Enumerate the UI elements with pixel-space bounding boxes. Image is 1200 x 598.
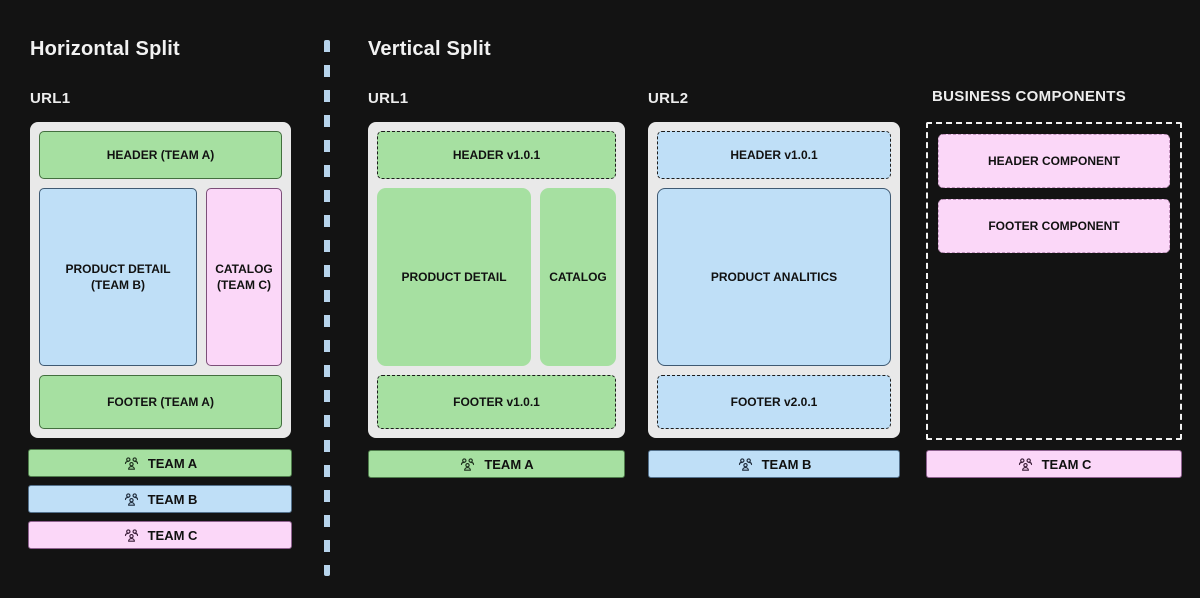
- team-group-icon: [123, 527, 140, 544]
- header-v101-blue-box: HEADER v1.0.1: [657, 131, 891, 179]
- header-team-a-box: HEADER (TEAM A): [39, 131, 282, 179]
- header-v101-green-box: HEADER v1.0.1: [377, 131, 616, 179]
- team-group-icon: [1017, 456, 1034, 473]
- horizontal-split-title: Horizontal Split: [30, 38, 180, 60]
- team-group-icon: [737, 456, 754, 473]
- catalog-green-box: CATALOG: [540, 188, 616, 366]
- business-team-c-bar: TEAM C: [926, 450, 1182, 478]
- team-group-icon: [123, 455, 140, 472]
- legend-team-c-bar: TEAM C: [28, 521, 292, 549]
- url1-team-a-bar: TEAM A: [368, 450, 625, 478]
- business-components-label: BUSINESS COMPONENTS: [932, 88, 1127, 105]
- vertical-url2-panel: HEADER v1.0.1 PRODUCT ANALITICS FOOTER v…: [648, 122, 900, 438]
- legend-team-b-label: TEAM B: [147, 491, 198, 507]
- vertical-url1-panel: HEADER v1.0.1 PRODUCT DETAIL CATALOG FOO…: [368, 122, 625, 438]
- horizontal-split-panel: HEADER (TEAM A) PRODUCT DETAIL (TEAM B) …: [30, 122, 291, 438]
- header-component-box: HEADER COMPONENT: [938, 134, 1170, 188]
- url2-team-b-label: TEAM B: [761, 456, 812, 472]
- legend-team-a-label: TEAM A: [147, 455, 198, 471]
- legend-team-c-label: TEAM C: [147, 527, 198, 543]
- product-detail-team-b-box: PRODUCT DETAIL (TEAM B): [39, 188, 197, 366]
- legend-team-a-bar: TEAM A: [28, 449, 292, 477]
- url2-label: URL2: [648, 90, 689, 107]
- footer-team-a-box: FOOTER (TEAM A): [39, 375, 282, 429]
- product-detail-green-box: PRODUCT DETAIL: [377, 188, 531, 366]
- url1-label-vertical: URL1: [368, 90, 409, 107]
- legend-team-b-bar: TEAM B: [28, 485, 292, 513]
- team-group-icon: [123, 491, 140, 508]
- url2-team-b-bar: TEAM B: [648, 450, 900, 478]
- business-components-frame: HEADER COMPONENT FOOTER COMPONENT: [926, 122, 1182, 440]
- url1-label-horizontal: URL1: [30, 90, 71, 107]
- vertical-split-title: Vertical Split: [368, 38, 491, 60]
- footer-v201-blue-box: FOOTER v2.0.1: [657, 375, 891, 429]
- footer-v101-green-box: FOOTER v1.0.1: [377, 375, 616, 429]
- product-analitics-box: PRODUCT ANALITICS: [657, 188, 891, 366]
- url1-team-a-label: TEAM A: [484, 456, 534, 472]
- section-separator-line: [324, 40, 330, 576]
- footer-component-box: FOOTER COMPONENT: [938, 199, 1170, 253]
- team-group-icon: [459, 456, 476, 473]
- catalog-team-c-box: CATALOG (TEAM C): [206, 188, 282, 366]
- business-team-c-label: TEAM C: [1041, 456, 1092, 472]
